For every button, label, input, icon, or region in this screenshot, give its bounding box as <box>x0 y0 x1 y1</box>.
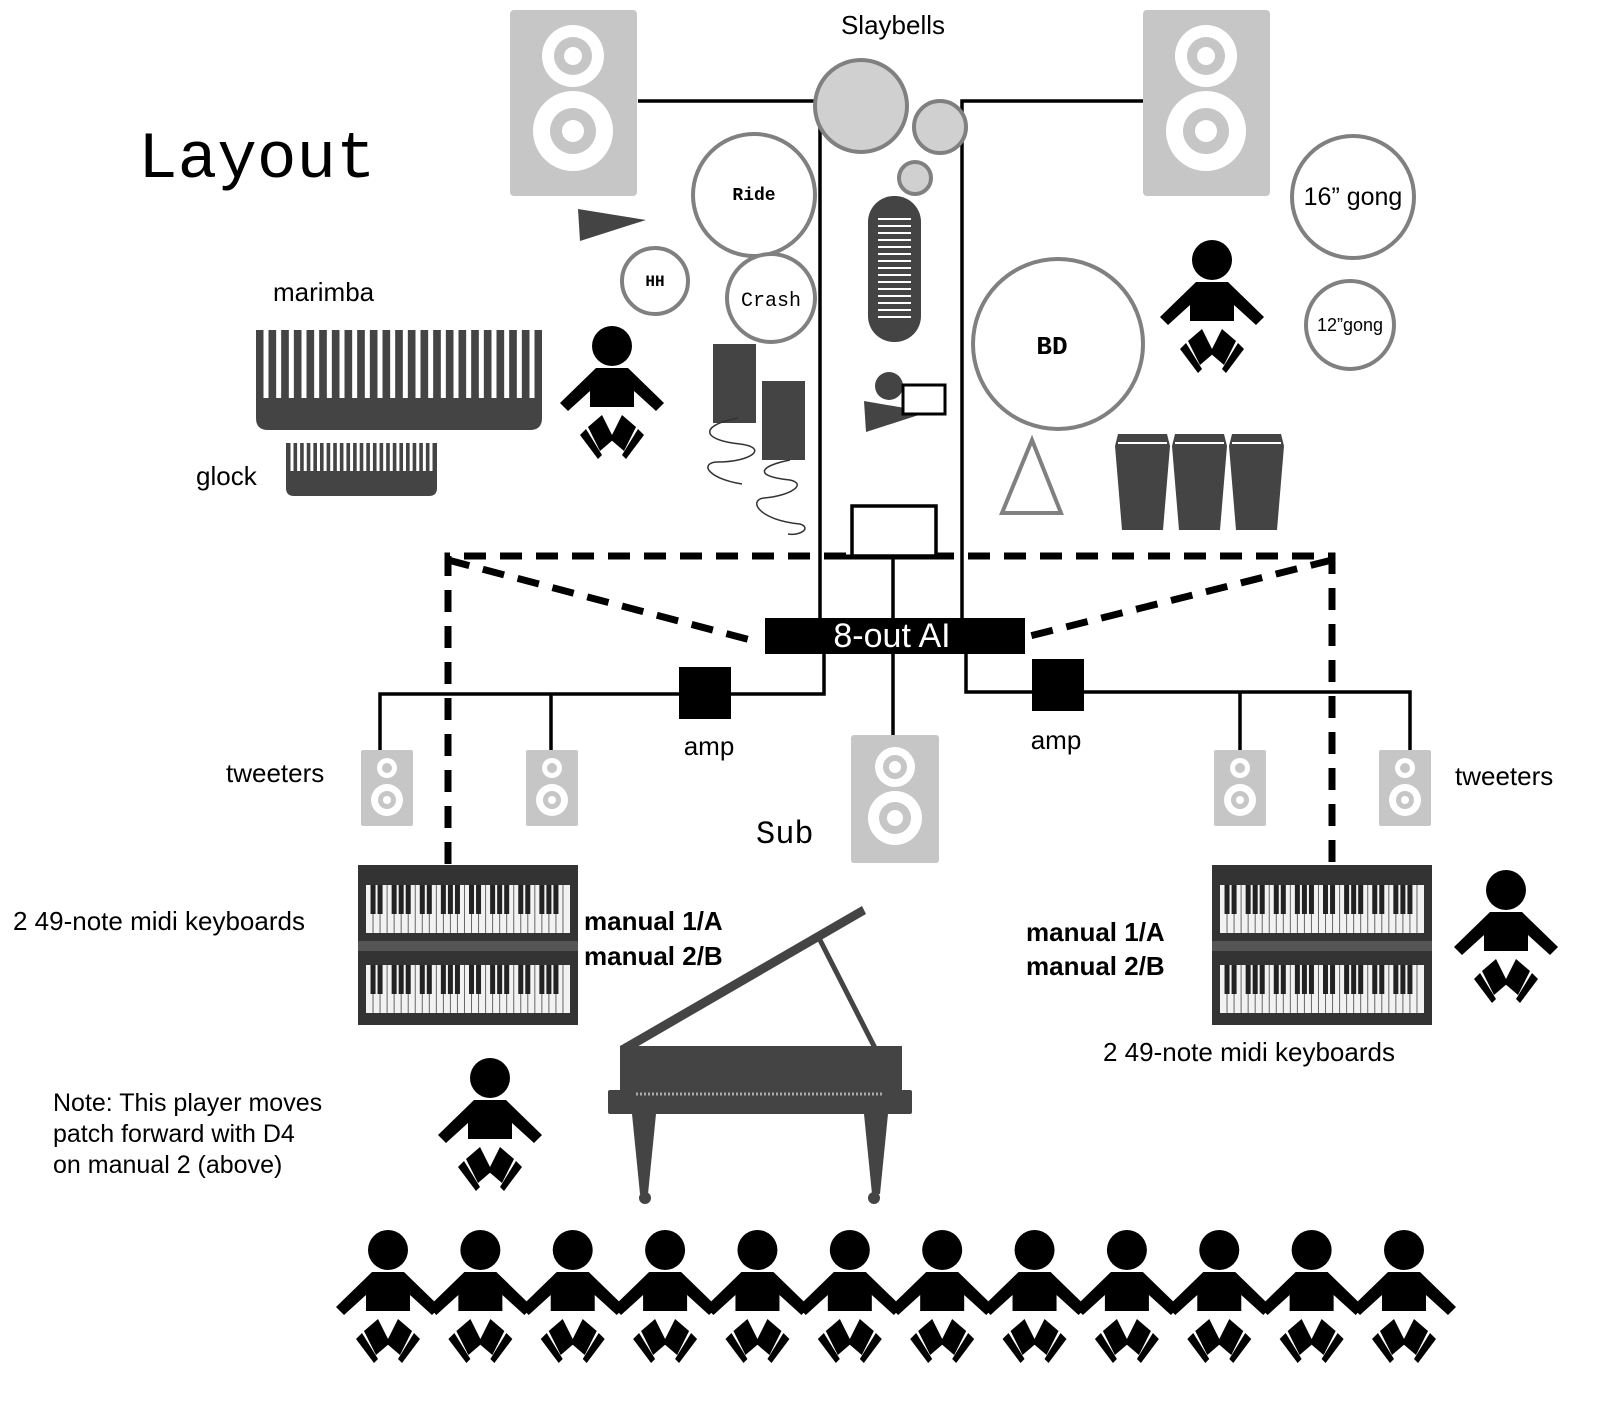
subwoofer-icon <box>851 735 939 863</box>
note-line-1: Note: This player moves <box>53 1089 322 1117</box>
tweeters <box>361 750 1431 826</box>
crash-label: Crash <box>741 290 801 313</box>
sub-label: Sub <box>756 816 814 853</box>
audience-member <box>336 1230 440 1363</box>
manual2-left-label: manual 2/B <box>584 941 723 971</box>
amp-right-label: amp <box>1031 725 1082 755</box>
crash-cymbal: Crash <box>725 252 817 344</box>
player-keyboard-right <box>1454 870 1558 1003</box>
gong-12: 12”gong <box>1304 279 1396 371</box>
tweeter-icon <box>1379 750 1431 826</box>
triangle-instrument-icon <box>999 434 1064 515</box>
marimba-icon <box>256 330 542 430</box>
audience-member <box>428 1230 533 1363</box>
amp-left-label: amp <box>684 731 735 761</box>
audience-member <box>705 1230 810 1363</box>
note-line-3: on manual 2 (above) <box>53 1151 282 1179</box>
gong-16-label: 16” gong <box>1304 183 1403 211</box>
player-keyboard-left <box>438 1058 542 1191</box>
manual1-left-label: manual 1/A <box>584 906 723 936</box>
audio-interface-label: 8-out AI <box>833 617 950 655</box>
midi-cables <box>444 552 1336 864</box>
wedge-center-icon <box>864 401 928 432</box>
shaker-icon <box>868 196 921 342</box>
player-percussion-right <box>1160 240 1264 373</box>
audience-member <box>982 1230 1087 1363</box>
tweeter-icon <box>1214 750 1266 826</box>
amp-left-box <box>679 667 731 719</box>
pads-icon <box>707 344 806 536</box>
glock-label: glock <box>196 461 258 491</box>
tweeter-icon <box>526 750 578 826</box>
audience-member <box>1074 1230 1179 1363</box>
hihat: HH <box>620 246 690 316</box>
tweeters-left-label: tweeters <box>226 758 324 788</box>
marimba-label: marimba <box>273 277 375 307</box>
bass-drum-label: BD <box>1036 332 1067 362</box>
audience-row <box>336 1230 1456 1363</box>
bass-drum: BD <box>971 257 1145 431</box>
player-percussion-left <box>560 326 664 459</box>
audience-member <box>1167 1230 1272 1363</box>
midi-keyboard-left <box>358 865 578 1025</box>
speaker-right-main <box>1143 10 1270 196</box>
ride-cymbal: Ride <box>691 132 817 258</box>
grand-piano-icon <box>608 906 912 1204</box>
laptop-icon <box>842 504 942 560</box>
gong-16: 16” gong <box>1290 134 1416 260</box>
amp-right-box <box>1032 659 1084 711</box>
congas-icon <box>1115 434 1284 530</box>
midi-keyboard-right <box>1212 865 1432 1025</box>
hihat-label: HH <box>645 273 664 291</box>
laptop-player-head <box>875 372 903 400</box>
audio-interface: 8-out AI <box>765 617 1025 655</box>
audience-member <box>890 1230 995 1363</box>
audience-member <box>613 1230 718 1363</box>
tweeter-icon <box>361 750 413 826</box>
note-line-2: patch forward with D4 <box>53 1120 295 1148</box>
small-box <box>901 383 947 416</box>
wedge-left-icon <box>578 209 646 241</box>
audience-member <box>797 1230 902 1363</box>
tweeters-right-label: tweeters <box>1455 761 1553 791</box>
page-title: Layout <box>138 122 376 197</box>
gong-12-label: 12”gong <box>1317 315 1383 335</box>
ride-label: Ride <box>732 186 775 206</box>
audience-member <box>1259 1230 1364 1363</box>
slaybells-circles <box>813 58 968 196</box>
keyboards-left-label: 2 49-note midi keyboards <box>13 906 305 936</box>
glock-icon <box>286 443 437 496</box>
manual1-right-label: manual 1/A <box>1026 917 1165 947</box>
speaker-left-main <box>510 10 637 196</box>
slaybells-label: Slaybells <box>841 10 945 40</box>
manual2-right-label: manual 2/B <box>1026 951 1165 981</box>
audience-member <box>1352 1230 1456 1363</box>
keyboards-right-label: 2 49-note midi keyboards <box>1103 1037 1395 1067</box>
audience-member <box>520 1230 625 1363</box>
